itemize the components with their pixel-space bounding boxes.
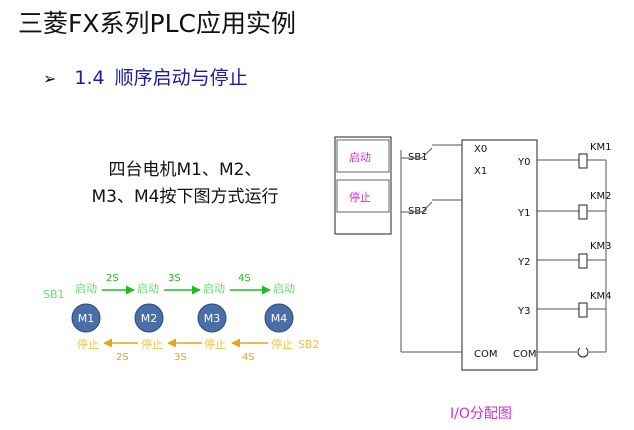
description-line-2: M3、M4按下图方式运行 <box>91 187 279 207</box>
stop-delay-3: 4S <box>242 352 255 363</box>
motor-m1: M1 <box>71 303 101 333</box>
motor-m4-label: M4 <box>271 312 288 325</box>
section-number: 1.4 <box>74 67 105 89</box>
button-panel <box>334 136 392 235</box>
km1-coil <box>578 153 588 169</box>
start-label-m3: 启动 <box>203 282 225 295</box>
km3-label: KM3 <box>590 241 612 252</box>
io-diagram-caption: I/O分配图 <box>450 406 512 422</box>
motor-m2: M2 <box>134 303 164 333</box>
plc-box <box>461 139 538 371</box>
start-button-label: 启动 <box>349 151 371 164</box>
stop-delay-2: 3S <box>174 352 187 363</box>
sb2-contact <box>421 201 433 213</box>
stop-button-label: 停止 <box>349 190 371 204</box>
start-delay-1: 2S <box>106 273 119 284</box>
motor-m2-label: M2 <box>141 312 158 325</box>
start-label-m1: 启动 <box>75 282 97 295</box>
output-y0: Y0 <box>517 157 530 168</box>
motor-m1-label: M1 <box>78 312 95 325</box>
km4-label: KM4 <box>590 291 612 302</box>
stop-label-m4: 停止 <box>271 337 293 351</box>
bullet-arrow-icon: ➢ <box>43 69 57 88</box>
output-y2: Y2 <box>517 257 530 268</box>
km4-coil <box>578 302 588 318</box>
km3-coil <box>578 253 588 269</box>
description-line-1: 四台电机M1、M2、 <box>108 160 262 180</box>
output-y3: Y3 <box>517 306 530 317</box>
ac-source-icon <box>577 347 589 358</box>
km2-coil <box>578 204 588 220</box>
start-delay-3: 4S <box>238 273 251 284</box>
start-label-m4: 启动 <box>273 282 295 295</box>
stop-button-box <box>336 179 390 213</box>
sb1-contact <box>421 147 433 159</box>
stop-label-m1: 停止 <box>77 337 99 351</box>
section-heading: ➢ 1.4 顺序启动与停止 <box>43 63 248 90</box>
section-title: 顺序启动与停止 <box>114 67 248 89</box>
km1-label: KM1 <box>590 142 612 153</box>
stop-delay-1: 2S <box>116 352 129 363</box>
sb1-label: SB1 <box>43 288 65 301</box>
output-com: COM <box>513 349 536 360</box>
motor-m4: M4 <box>264 303 294 333</box>
start-label-m2: 启动 <box>137 282 159 295</box>
motor-m3: M3 <box>197 303 227 333</box>
io-diagram: 启动 停止 X0 X1 COM Y0 Y1 Y2 Y3 COM SB1 SB2 … <box>334 136 612 371</box>
input-x1: X1 <box>474 166 487 177</box>
stop-label-m3: 停止 <box>204 337 226 351</box>
start-button-box <box>336 139 390 173</box>
sb2-label: SB2 <box>298 338 320 351</box>
start-delay-2: 3S <box>168 273 181 284</box>
sequence-diagram: SB1 SB2 启动 启动 启动 启动 2S 3S 4S M1 M2 M3 M4 <box>43 273 320 363</box>
input-com: COM <box>474 349 497 360</box>
page-title: 三菱FX系列PLC应用实例 <box>18 9 296 38</box>
km2-label: KM2 <box>590 191 612 202</box>
output-y1: Y1 <box>517 208 530 219</box>
stop-label-m2: 停止 <box>141 337 163 351</box>
motor-m3-label: M3 <box>204 312 221 325</box>
input-x0: X0 <box>474 144 487 155</box>
